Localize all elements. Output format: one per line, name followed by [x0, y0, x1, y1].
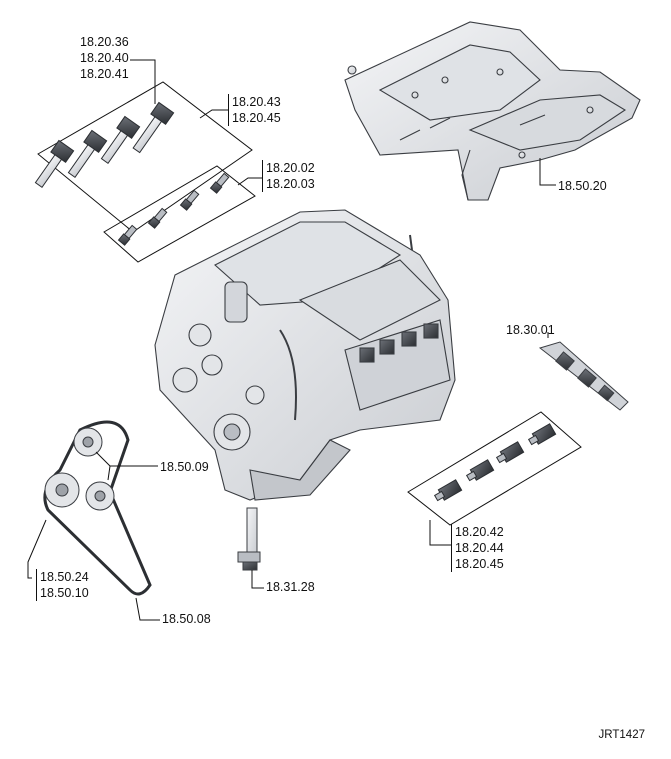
rh-ignition-coils-set	[433, 423, 557, 502]
fuel-rail	[538, 341, 629, 411]
label-drive-belt: 18.50.08	[162, 611, 211, 627]
label-intake-manifold: 18.50.20	[558, 178, 607, 194]
label-18-50-09: 18.50.09	[160, 460, 209, 474]
label-coils-box: 18.20.43 18.20.45	[228, 94, 281, 126]
spark-plugs-box-frame	[103, 165, 256, 263]
label-coils-group: 18.20.36 18.20.40 18.20.41	[80, 34, 129, 82]
label-18-20-42: 18.20.42	[455, 525, 504, 539]
label-18-20-02: 18.20.02	[266, 161, 315, 175]
figure-reference: JRT1427	[598, 729, 645, 741]
rh-coils-box-frame	[407, 411, 582, 526]
label-plugs-box: 18.20.02 18.20.03	[262, 160, 315, 192]
coils-box-frame	[37, 81, 253, 233]
label-18-30-01: 18.30.01	[506, 323, 555, 337]
label-18-31-28: 18.31.28	[266, 580, 315, 594]
label-18-20-03: 18.20.03	[266, 177, 315, 191]
idler-pulley	[44, 472, 80, 508]
label-18-20-40: 18.20.40	[80, 51, 129, 65]
label-rh-coils-box: 18.20.42 18.20.44 18.20.45	[451, 524, 504, 572]
tensioner-pulley	[73, 427, 115, 511]
oil-level-sensor	[237, 507, 261, 571]
ignition-coils-set	[34, 101, 175, 188]
label-belt-tensioner: 18.50.09	[160, 459, 209, 475]
label-18-50-08: 18.50.08	[162, 612, 211, 626]
label-18-20-41: 18.20.41	[80, 67, 129, 81]
label-18-20-36: 18.20.36	[80, 35, 129, 49]
label-oil-level-sensor: 18.31.28	[266, 579, 315, 595]
engine-block	[154, 209, 456, 501]
leader-lines	[27, 59, 556, 621]
label-idler-pulley: 18.50.24 18.50.10	[36, 569, 89, 601]
label-18-20-45-b: 18.20.45	[455, 557, 504, 571]
label-18-20-44: 18.20.44	[455, 541, 504, 555]
label-18-20-45: 18.20.45	[232, 111, 281, 125]
intake-manifold	[344, 21, 641, 201]
label-18-50-24: 18.50.24	[40, 570, 89, 584]
spark-plugs-set	[117, 172, 230, 246]
label-18-20-43: 18.20.43	[232, 95, 281, 109]
label-injector-rail: 18.30.01	[506, 322, 555, 338]
label-18-50-20: 18.50.20	[558, 179, 607, 193]
label-18-50-10: 18.50.10	[40, 586, 89, 600]
